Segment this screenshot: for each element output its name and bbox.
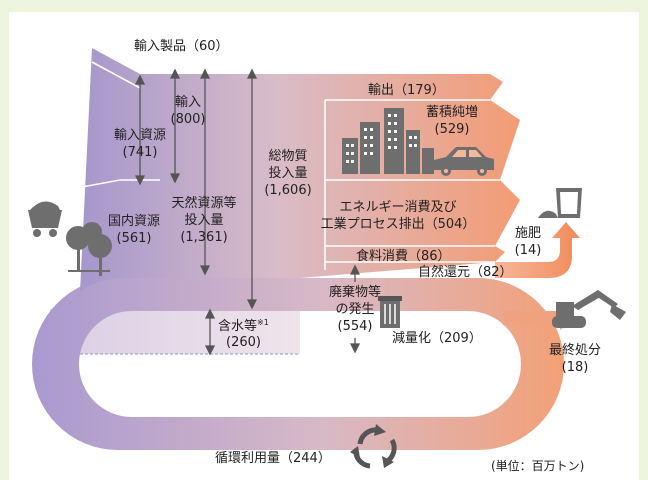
recycling-loop <box>32 278 564 450</box>
waste-bin-icon <box>378 296 402 328</box>
energy-label-2: 工業プロセス排出（504） <box>321 216 476 232</box>
domestic-resources-value: (561) <box>117 231 152 246</box>
buildings-icon <box>342 108 434 174</box>
water-content-text: 含水等 <box>218 318 257 334</box>
natural-return-label: 自然還元（82） <box>418 264 513 280</box>
unit-note: (単位：百万トン) <box>491 458 584 473</box>
reduction-label: 減量化（209） <box>392 330 482 346</box>
import-resources-value: (741) <box>123 145 158 160</box>
final-disposal-label: 最終処分 <box>549 342 601 358</box>
fertilizer-value: (14) <box>515 243 542 258</box>
waste-value: (554) <box>338 319 373 334</box>
water-content-band <box>50 309 300 354</box>
water-content-value: (260) <box>226 335 261 350</box>
recycle-arrowheads <box>350 424 394 468</box>
recycle-amount-label: 循環利用量（244） <box>215 451 331 466</box>
waste-label-1: 廃棄物等 <box>329 284 381 300</box>
import-value: (800) <box>171 112 206 127</box>
final-disposal-value: (18) <box>562 360 589 375</box>
food-consumption-label: 食料消費（86） <box>356 248 451 264</box>
waste-label-2: の発生 <box>335 302 374 317</box>
import-label: 輸入 <box>175 95 201 110</box>
fertilizer-bag-icon <box>538 188 582 218</box>
imported-products-label: 輸入製品（60） <box>134 39 229 54</box>
fertilizer-label: 施肥 <box>515 226 541 241</box>
mining-cart-icon <box>28 201 62 237</box>
water-content-footnote-mark: ※1 <box>257 318 269 327</box>
excavator-icon <box>552 290 626 328</box>
stock-value: (529) <box>435 122 470 137</box>
natural-input-value: (1,361) <box>180 230 227 245</box>
domestic-resources-label: 国内資源 <box>108 213 160 229</box>
flow-dividers <box>81 61 500 263</box>
car-icon <box>434 147 494 176</box>
water-content-label: 含水等※1 <box>218 318 269 334</box>
total-input-label-2: 投入量 <box>268 165 307 181</box>
energy-label-1: エネルギー消費及び <box>339 200 456 215</box>
natural-input-label-2: 投入量 <box>184 212 223 228</box>
main-flow-body <box>80 48 520 292</box>
total-input-label-1: 総物質 <box>268 149 307 164</box>
stock-label: 蓄積純増 <box>426 105 478 120</box>
total-input-value: (1,606) <box>264 183 311 198</box>
trees-icon <box>66 222 112 276</box>
natural-input-label-1: 天然資源等 <box>171 195 236 211</box>
export-label: 輸出（179） <box>368 83 445 98</box>
dimension-arrows <box>134 68 361 356</box>
import-resources-label: 輸入資源 <box>114 128 166 143</box>
fertilizer-arrow <box>495 222 580 278</box>
